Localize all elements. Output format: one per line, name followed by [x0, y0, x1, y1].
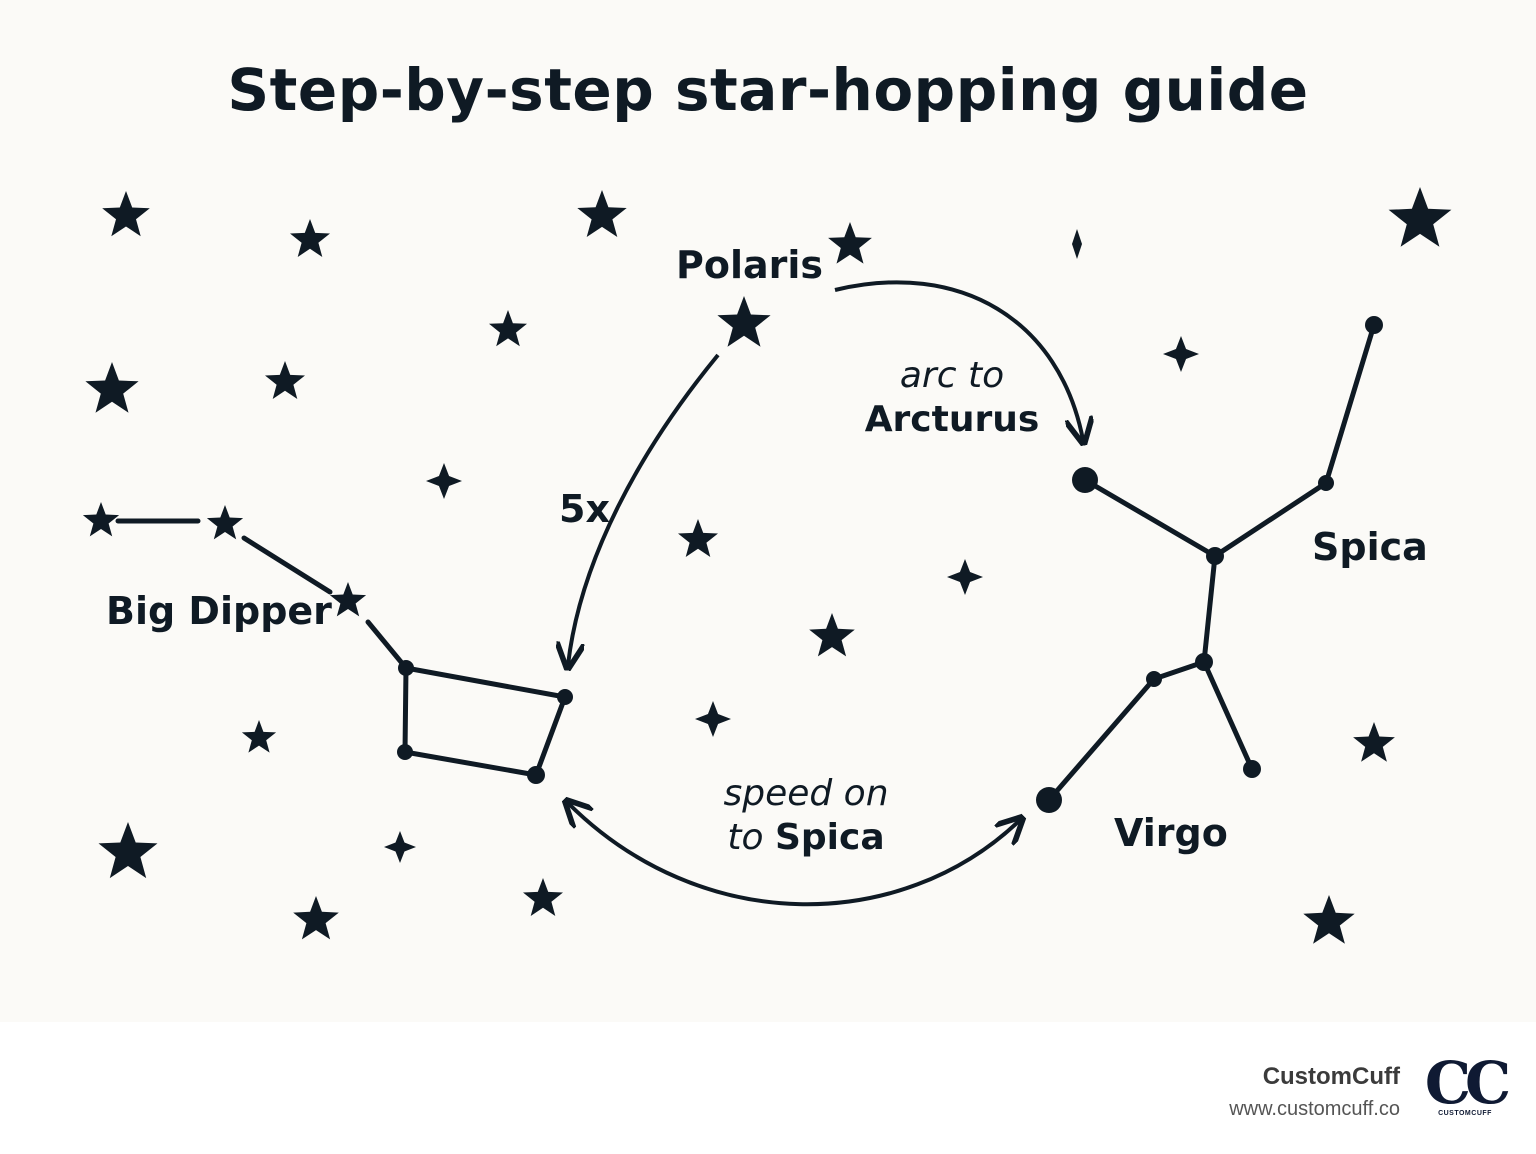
star-icon: [717, 296, 771, 347]
star-icon: [82, 502, 120, 537]
star-map-drawing: [82, 187, 1452, 944]
arrow-speed-on-to-spica: [568, 803, 1020, 907]
page-title: Step-by-step star-hopping guide: [227, 56, 1309, 124]
arrow-arc-to-arcturus: [834, 280, 1083, 440]
star-icon: [98, 822, 158, 879]
big-dipper-lines: [115, 518, 568, 778]
star-icon: [290, 219, 330, 257]
star-icon: [809, 613, 855, 657]
sparkle-star-icon: [695, 701, 731, 737]
sparkle-star-icon: [1072, 229, 1082, 259]
star-icon: [577, 190, 627, 237]
logo-text: CUSTOMCUFF: [1438, 1110, 1492, 1117]
label-spica: Spica: [1312, 525, 1428, 569]
annotation-speed-on-to-spica: speed on to Spica: [700, 772, 912, 860]
annotation-arc-to-arcturus: arc to Arcturus: [862, 354, 1042, 442]
annotation-arcturus: Arcturus: [864, 399, 1040, 440]
star-icon: [678, 519, 718, 557]
virgo-stars: [1036, 316, 1383, 813]
star-icon: [828, 222, 872, 264]
label-polaris: Polaris: [676, 243, 824, 287]
star-icon: [241, 720, 277, 753]
star-icon: [489, 310, 527, 347]
sparkle-star-icon: [947, 559, 983, 595]
annotation-spica: Spica: [774, 817, 885, 858]
sparkle-star-icon: [426, 463, 462, 499]
logo-mark: CC: [1424, 1049, 1511, 1117]
star-icon: [329, 582, 367, 617]
star-icon: [1303, 895, 1355, 944]
star-icon: [293, 896, 339, 940]
brand-logo: CC CUSTOMCUFF: [1420, 1049, 1511, 1124]
annotation-to: to: [727, 817, 764, 858]
star-icon: [1353, 722, 1395, 762]
star-icon: [85, 362, 139, 413]
sparkle-star-icon: [384, 831, 416, 863]
label-5x: 5x: [559, 487, 610, 531]
footer-brand: CustomCuff: [1262, 1063, 1400, 1090]
footer-url[interactable]: www.customcuff.co: [1229, 1098, 1400, 1120]
big-dipper-stars: [397, 660, 573, 784]
star-icon: [523, 878, 563, 916]
sparkle-star-icon: [1163, 336, 1199, 372]
star-icon: [1388, 187, 1452, 247]
annotation-speed-on: speed on: [723, 773, 889, 814]
star-icon: [102, 191, 150, 237]
star-icon: [265, 361, 305, 399]
label-virgo: Virgo: [1114, 811, 1228, 855]
label-big-dipper: Big Dipper: [106, 589, 332, 633]
virgo-lines: [1046, 322, 1377, 803]
star-icon: [206, 505, 244, 540]
arrow-polaris-to-dipper: [568, 353, 720, 665]
annotation-arc-to: arc to: [899, 355, 1005, 396]
